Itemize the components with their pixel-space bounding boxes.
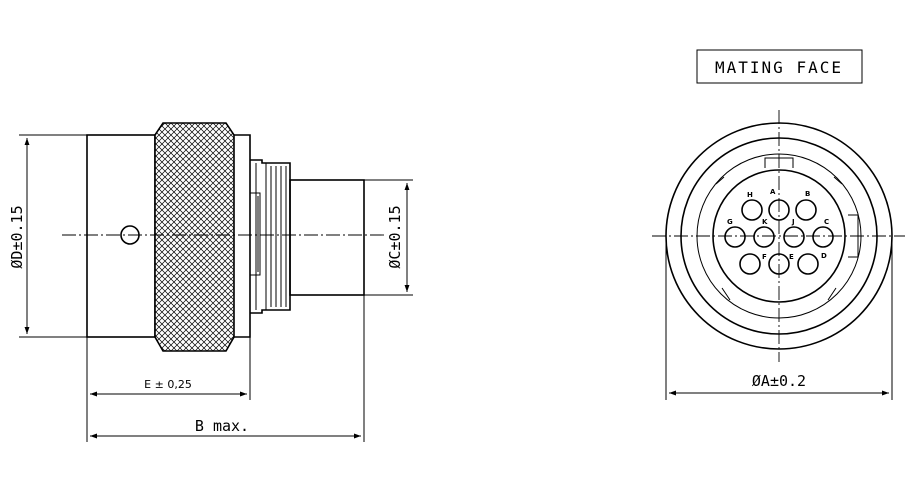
dim-c-label: ØC±0.15 bbox=[386, 205, 404, 268]
pin-label: G bbox=[727, 218, 733, 226]
dimension-c: ØC±0.15 bbox=[364, 179, 413, 296]
pin-label: A bbox=[770, 188, 776, 196]
pin-label: E bbox=[789, 253, 794, 261]
pin-b bbox=[795, 199, 817, 221]
pin-label: H bbox=[747, 191, 753, 199]
pin-label: K bbox=[762, 218, 768, 226]
pin-label: J bbox=[791, 218, 795, 226]
pin-d bbox=[797, 253, 819, 275]
dim-d-label: ØD±0.15 bbox=[8, 205, 26, 268]
front-insert bbox=[289, 179, 365, 296]
front-body bbox=[234, 134, 251, 338]
pin-k bbox=[753, 226, 775, 248]
pin-e bbox=[768, 253, 790, 275]
pin-label: C bbox=[824, 218, 829, 226]
dim-e-label: E ± 0,25 bbox=[144, 378, 192, 391]
dimension-a: ØA±0.2 bbox=[665, 236, 893, 400]
pin-label: B bbox=[805, 190, 810, 198]
pin-c bbox=[812, 226, 834, 248]
mating-face-label: MATING FACE bbox=[715, 58, 843, 77]
pin-j bbox=[783, 226, 805, 248]
dimension-b: B max. bbox=[86, 295, 365, 442]
mating-face-view: H A B G K C J F E D bbox=[652, 110, 905, 362]
pin-labels: H A B G K C J F E D bbox=[727, 188, 829, 261]
mating-face-title: MATING FACE bbox=[696, 49, 863, 84]
thread-section bbox=[249, 159, 291, 314]
knurled-grip bbox=[154, 122, 235, 352]
dimension-d: ØD±0.15 bbox=[8, 134, 87, 338]
side-view bbox=[62, 122, 385, 352]
dimension-e: E ± 0,25 bbox=[86, 313, 251, 400]
dim-b-label: B max. bbox=[195, 417, 249, 435]
pin-a bbox=[768, 199, 790, 221]
pin-g bbox=[724, 226, 746, 248]
dim-a-label: ØA±0.2 bbox=[752, 372, 806, 390]
pin-f bbox=[739, 253, 761, 275]
pin-h bbox=[741, 199, 763, 221]
mating-face-box bbox=[696, 49, 863, 84]
pin-label: F bbox=[762, 253, 767, 261]
pin-label: D bbox=[821, 252, 827, 260]
pin-array bbox=[724, 199, 834, 275]
